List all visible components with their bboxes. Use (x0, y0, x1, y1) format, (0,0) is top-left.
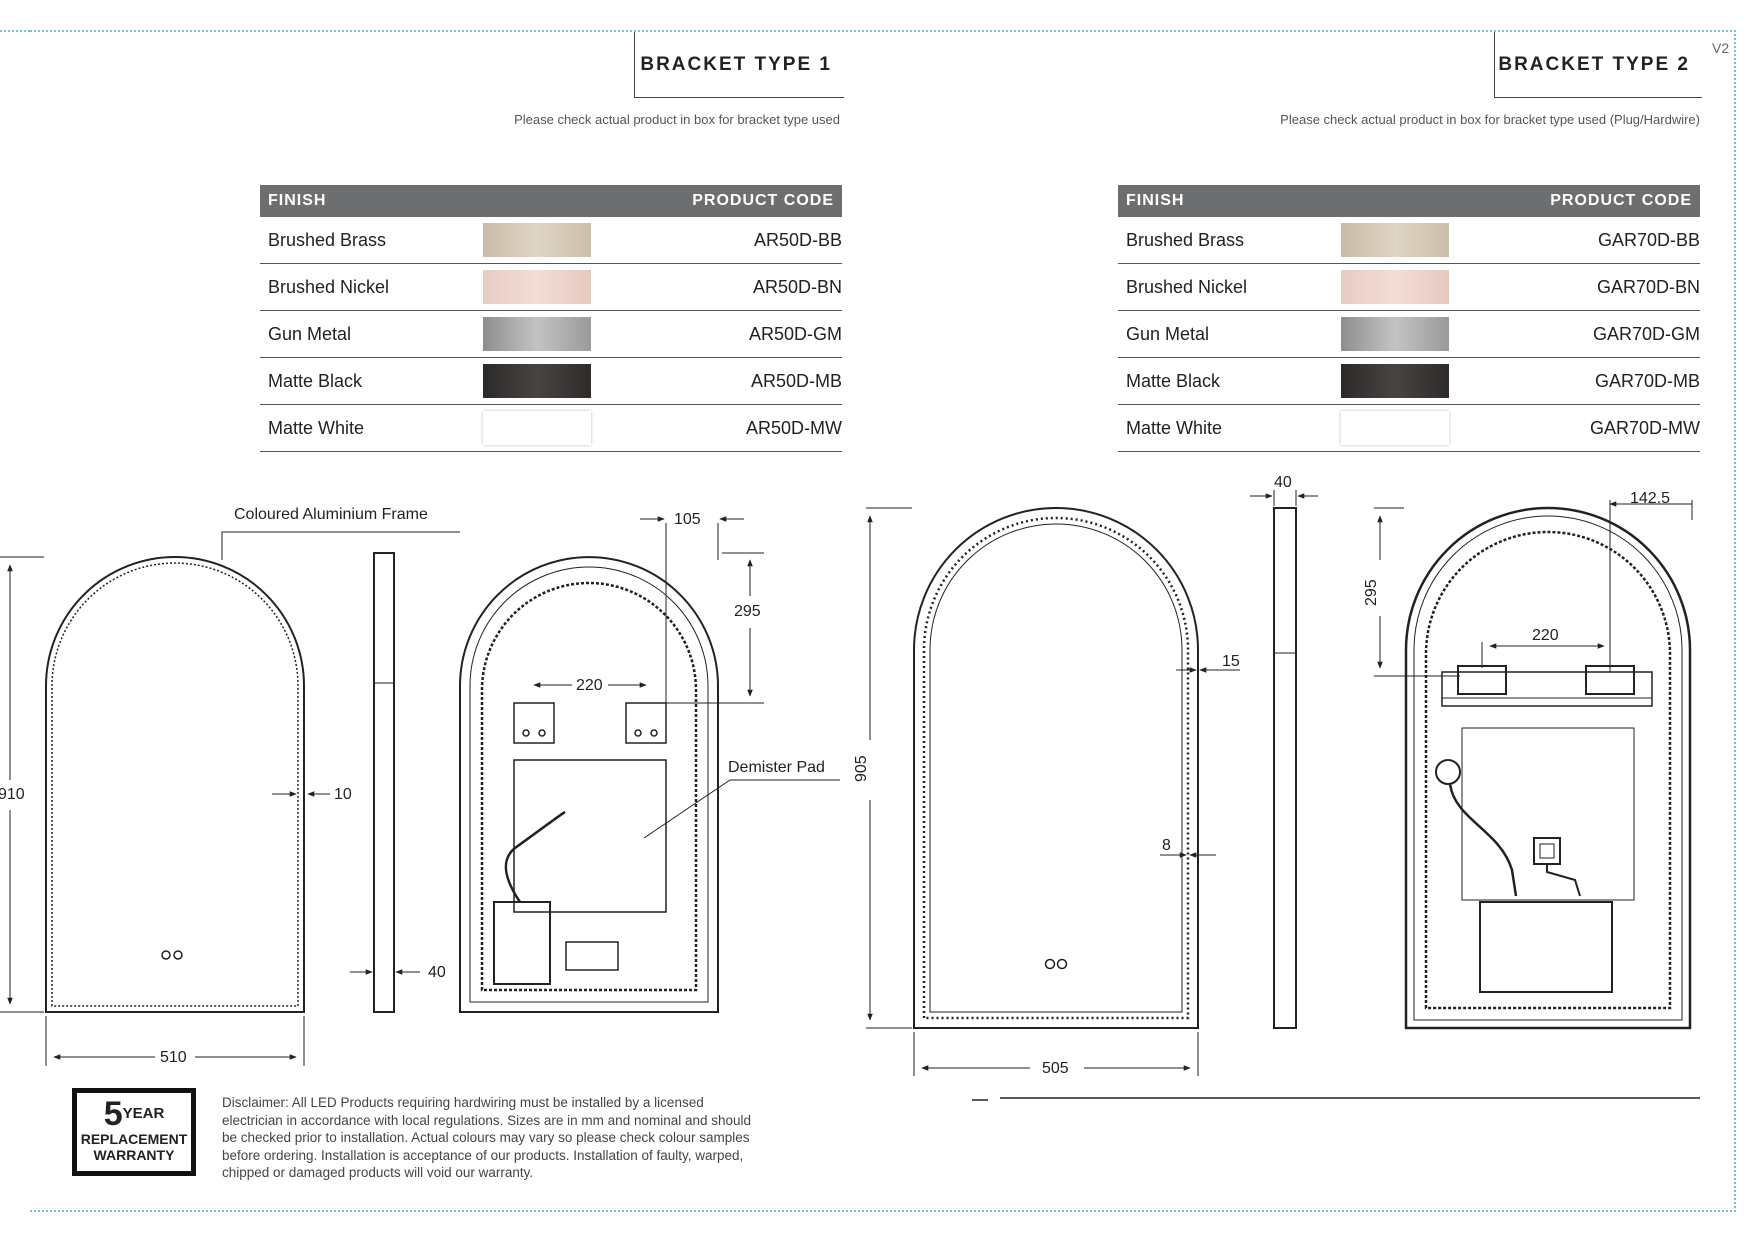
warranty-line-1: REPLACEMENT (80, 1131, 188, 1147)
brushed-brass-swatch (482, 223, 591, 257)
finish-header: FINISH (1118, 185, 1309, 217)
dim-depth-2: 40 (1274, 474, 1292, 491)
finish-name: Matte Black (1118, 357, 1309, 405)
product-code: AR50D-MB (622, 357, 842, 405)
matte-black-swatch (482, 364, 591, 398)
finish-name: Matte White (1118, 404, 1309, 452)
product-code: GAR70D-MW (1480, 404, 1700, 452)
matte-white-swatch (482, 411, 591, 445)
dim-frame-inner-2: 8 (1162, 837, 1171, 854)
swatch-header (1308, 185, 1481, 217)
product-code-header: PRODUCT CODE (1480, 185, 1700, 217)
product-code-header: PRODUCT CODE (622, 185, 842, 217)
warranty-number: 5 (103, 1095, 123, 1133)
warranty-badge: 5YEAR REPLACEMENT WARRANTY (72, 1088, 196, 1176)
dim-bracket-spacing-2: 220 (1532, 627, 1559, 644)
table-row: Brushed Brass AR50D-BB (260, 217, 842, 264)
mirror-1-back-view (459, 556, 719, 1013)
version-label: V2 (1712, 40, 1730, 56)
finish-table-bracket-1: FINISH PRODUCT CODE Brushed Brass AR50D-… (260, 185, 842, 452)
finish-header: FINISH (260, 185, 451, 217)
mirror-2-side-view (1273, 507, 1297, 1029)
dim-width-1: 510 (160, 1049, 187, 1066)
mirror-2-front-view (913, 507, 1199, 1029)
table-row: Gun Metal AR50D-GM (260, 310, 842, 358)
bracket-type-2-note: Please check actual product in box for b… (1280, 112, 1700, 127)
matte-black-swatch (1340, 364, 1449, 398)
finish-name: Matte Black (260, 357, 451, 405)
table-row: Matte Black GAR70D-MB (1118, 357, 1700, 405)
warranty-year: YEAR (122, 1105, 165, 1122)
finish-table-bracket-2: FINISH PRODUCT CODE Brushed Brass GAR70D… (1118, 185, 1700, 452)
dim-bracket-offset-2: 142.5 (1630, 490, 1670, 507)
product-code: GAR70D-MB (1480, 357, 1700, 405)
mirror-1-side-view (373, 552, 395, 1013)
finish-name: Brushed Nickel (260, 263, 451, 311)
matte-white-swatch (1340, 411, 1449, 445)
table-row: Brushed Nickel GAR70D-BN (1118, 263, 1700, 311)
finish-name: Brushed Nickel (1118, 263, 1309, 311)
table-row: Matte Black AR50D-MB (260, 357, 842, 405)
product-code: AR50D-MW (622, 404, 842, 452)
gun-metal-swatch (482, 317, 591, 351)
bracket-type-1-title: BRACKET TYPE 1 (634, 32, 844, 98)
warranty-line-2: WARRANTY (93, 1147, 175, 1163)
table-row: Brushed Nickel AR50D-BN (260, 263, 842, 311)
dim-frame-outer-2: 15 (1222, 653, 1240, 670)
table-row: Brushed Brass GAR70D-BB (1118, 217, 1700, 264)
product-code: AR50D-BB (622, 217, 842, 264)
finish-name: Brushed Brass (1118, 217, 1309, 264)
page-border-top (0, 30, 30, 32)
page-border (30, 30, 1736, 1212)
dim-height-1: 910 (0, 786, 25, 803)
dim-bracket-offset-1: 105 (674, 511, 701, 528)
table-row: Matte White GAR70D-MW (1118, 404, 1700, 452)
mirror-2-back-view (1404, 506, 1692, 1030)
disclaimer-text: Disclaimer: All LED Products requiring h… (222, 1095, 752, 1180)
demister-label: Demister Pad (728, 759, 825, 776)
table-row: Gun Metal GAR70D-GM (1118, 310, 1700, 358)
dim-bracket-spacing-1: 220 (576, 677, 603, 694)
bracket-type-2-title: BRACKET TYPE 2 (1494, 32, 1702, 98)
product-code: AR50D-BN (622, 263, 842, 311)
dim-width-2: 505 (1042, 1060, 1069, 1077)
frame-label: Coloured Aluminium Frame (234, 506, 428, 523)
finish-name: Gun Metal (1118, 310, 1309, 358)
dim-bracket-top-1: 295 (734, 603, 761, 620)
bracket-type-1-note: Please check actual product in box for b… (514, 112, 840, 127)
product-code: GAR70D-GM (1480, 310, 1700, 358)
gun-metal-swatch (1340, 317, 1449, 351)
finish-name: Gun Metal (260, 310, 451, 358)
finish-name: Matte White (260, 404, 451, 452)
swatch-header (450, 185, 623, 217)
table-row: Matte White AR50D-MW (260, 404, 842, 452)
product-code: GAR70D-BB (1480, 217, 1700, 264)
mirror-1-front-view (45, 556, 305, 1013)
brushed-brass-swatch (1340, 223, 1449, 257)
product-code: AR50D-GM (622, 310, 842, 358)
dim-bracket-top-2: 295 (1363, 579, 1380, 606)
product-code: GAR70D-BN (1480, 263, 1700, 311)
brushed-nickel-swatch (1340, 270, 1449, 304)
brushed-nickel-swatch (482, 270, 591, 304)
dim-frame-1: 10 (334, 786, 352, 803)
finish-name: Brushed Brass (260, 217, 451, 264)
dim-depth-1: 40 (428, 964, 446, 981)
dim-height-2: 905 (853, 755, 870, 782)
